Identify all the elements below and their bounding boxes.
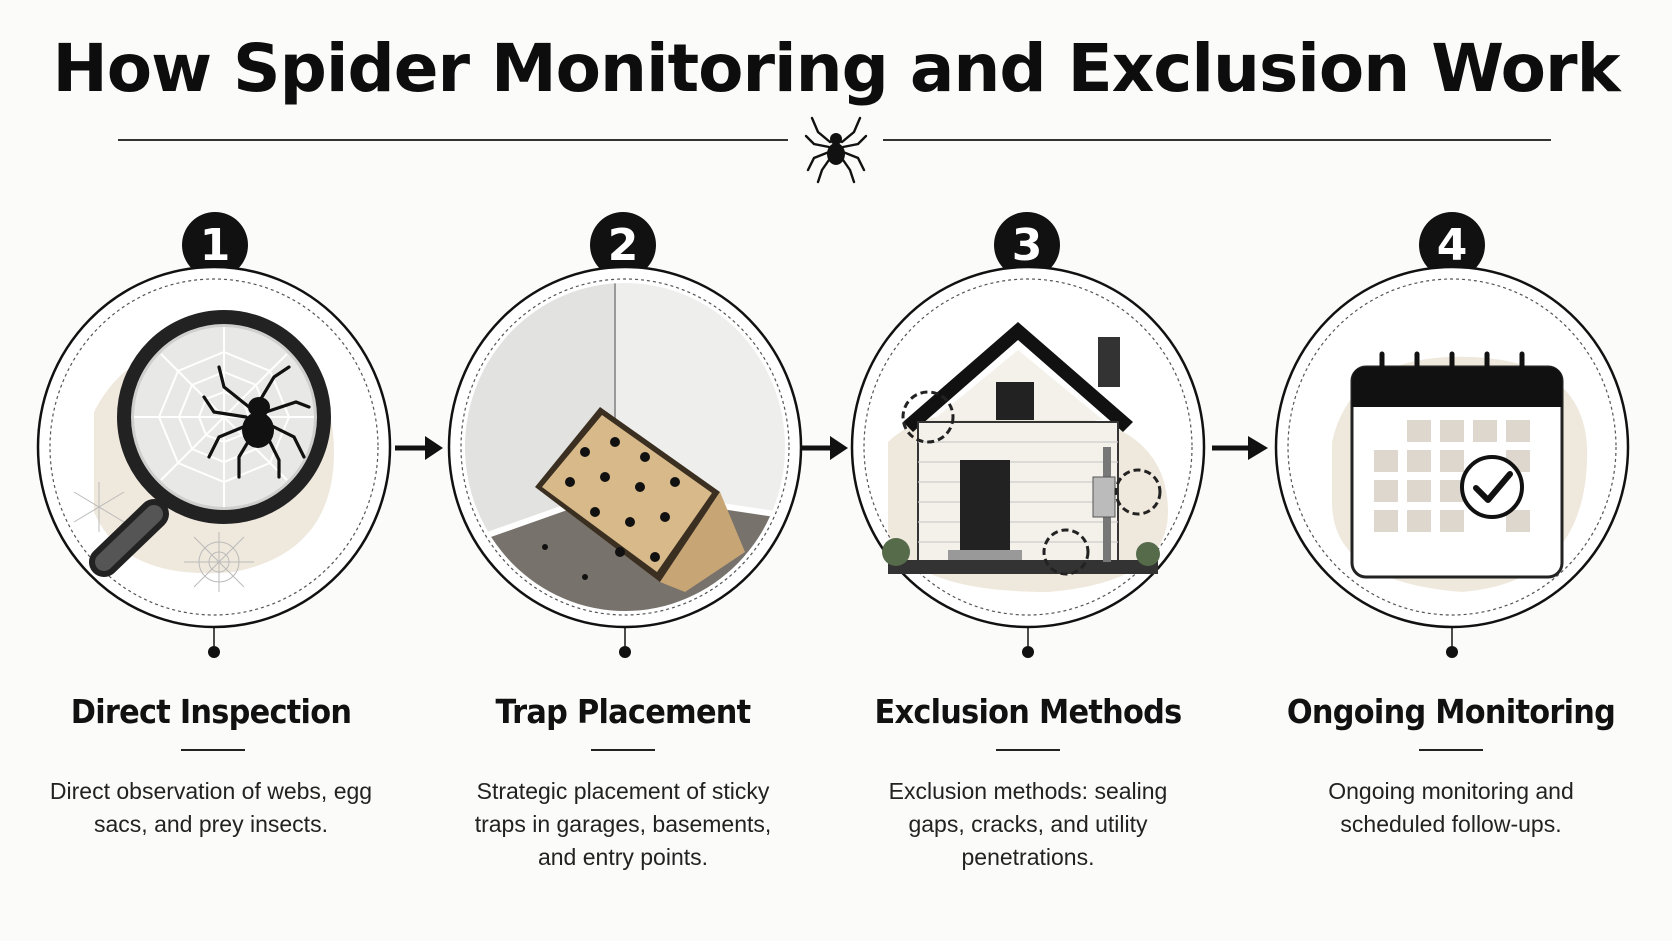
step-1-description: Direct observation of webs, egg sacs, an… bbox=[49, 778, 373, 837]
step-3-description: Exclusion methods: sealing gaps, cracks,… bbox=[888, 778, 1168, 870]
step-4-title: Ongoing Monitoring bbox=[1286, 692, 1616, 731]
title-rule-left bbox=[118, 139, 788, 141]
title-rule-right bbox=[883, 139, 1551, 141]
step-3-underline bbox=[996, 749, 1060, 751]
step-2-illustration bbox=[447, 265, 803, 658]
step-3-illustration bbox=[850, 265, 1206, 658]
step-4-description: Ongoing monitoring and scheduled follow-… bbox=[1328, 778, 1574, 837]
step-2-title: Trap Placement bbox=[495, 692, 752, 731]
step-2-underline bbox=[591, 749, 655, 751]
step-3-title: Exclusion Methods bbox=[874, 692, 1183, 731]
arrow-right-icon bbox=[395, 436, 443, 460]
step-1-illustration bbox=[36, 265, 392, 658]
step-1-badge: 1 bbox=[182, 212, 248, 278]
step-4-underline bbox=[1419, 749, 1483, 751]
arrow-right-icon bbox=[800, 436, 848, 460]
step-2-description: Strategic placement of sticky traps in g… bbox=[474, 778, 772, 870]
step-4-illustration bbox=[1274, 265, 1630, 658]
arrow-right-icon bbox=[1212, 436, 1268, 460]
step-2-badge: 2 bbox=[590, 212, 656, 278]
spider-icon bbox=[804, 116, 868, 184]
step-1-title: Direct Inspection bbox=[70, 692, 352, 731]
step-1-underline bbox=[181, 749, 245, 751]
page-title: How Spider Monitoring and Exclusion Work bbox=[52, 30, 1621, 107]
